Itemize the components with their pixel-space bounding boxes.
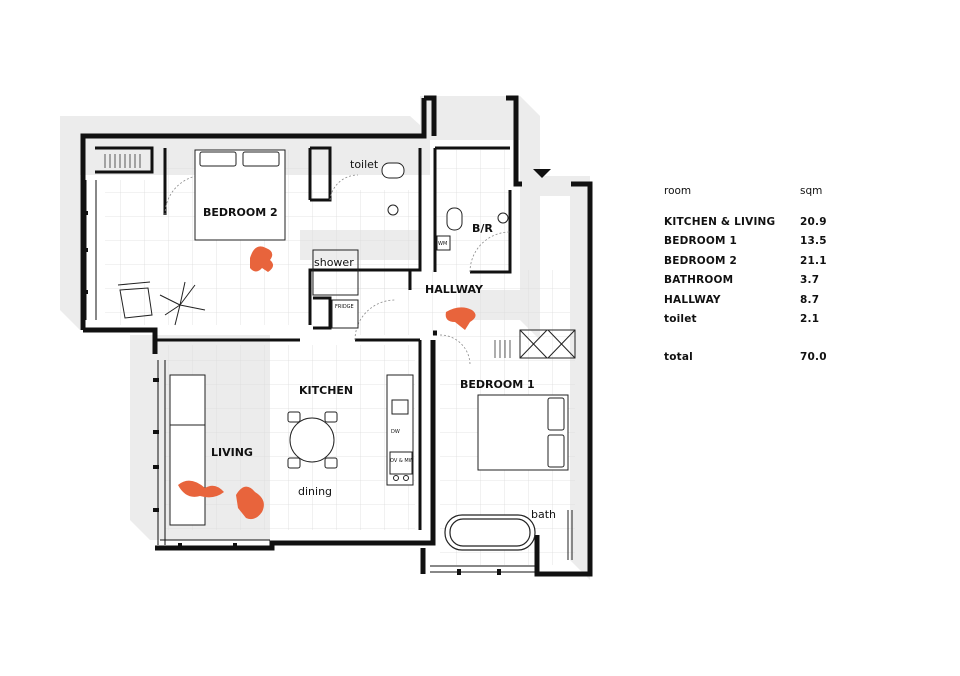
- label-bedroom-2: BEDROOM 2: [203, 206, 278, 219]
- bed-bedroom-2: [194, 149, 286, 241]
- row-room: BATHROOM: [664, 274, 734, 287]
- total-label: total: [664, 350, 693, 363]
- label-dining: dining: [298, 485, 332, 498]
- label-kitchen: KITCHEN: [299, 384, 353, 397]
- room-labels: BEDROOM 2 toilet shower B/R HALLWAY KITC…: [203, 158, 556, 521]
- label-bath: bath: [531, 508, 556, 521]
- row-room: HALLWAY: [664, 293, 721, 306]
- table-row: toilet 2.1: [664, 310, 834, 330]
- wardrobe-bedroom-1: [519, 329, 576, 560]
- label-toilet: toilet: [350, 158, 379, 171]
- row-room: BEDROOM 1: [664, 235, 738, 248]
- fridge: [331, 299, 359, 329]
- label-dw: DW: [391, 429, 400, 435]
- header-sqm: sqm: [800, 185, 823, 197]
- person-figure-icon: [178, 246, 476, 520]
- label-wm: WM: [438, 241, 447, 247]
- area-table: room sqm KITCHEN & LIVING 20.9 BEDROOM 1…: [664, 182, 834, 367]
- label-fridge: FRIDGE: [335, 304, 354, 310]
- row-sqm: 20.9: [800, 215, 827, 228]
- row-room: BEDROOM 2: [664, 254, 738, 267]
- table-row: BATHROOM 3.7: [664, 271, 834, 291]
- bathtub-icon: [444, 514, 536, 551]
- armchair-icon: [117, 281, 153, 319]
- table-row: KITCHEN & LIVING 20.9: [664, 212, 834, 232]
- area-table-header: room sqm: [664, 182, 834, 200]
- table-row: BEDROOM 2 21.1: [664, 251, 834, 271]
- dining-table: [287, 411, 338, 469]
- row-sqm: 3.7: [800, 274, 820, 287]
- washing-machine: [436, 235, 451, 251]
- label-bedroom-1: BEDROOM 1: [460, 378, 535, 391]
- interior-walls: [95, 146, 512, 530]
- table-row-total: total 70.0: [664, 347, 834, 367]
- row-sqm: 2.1: [800, 313, 820, 326]
- shower-tray: [312, 249, 359, 296]
- toilet-icon: [381, 162, 463, 231]
- wardrobe: [104, 154, 511, 358]
- total-value: 70.0: [800, 350, 827, 363]
- windows: [85, 180, 535, 573]
- plant-icon: [159, 281, 206, 326]
- table-row: HALLWAY 8.7: [664, 290, 834, 310]
- row-room: KITCHEN & LIVING: [664, 215, 776, 228]
- window-ticks: [82, 211, 501, 575]
- row-sqm: 8.7: [800, 293, 820, 306]
- sofa: [169, 374, 206, 526]
- row-sqm: 13.5: [800, 235, 827, 248]
- door-swings: [164, 174, 511, 366]
- north-arrow-icon: [533, 169, 551, 178]
- label-br: B/R: [472, 222, 493, 235]
- table-row: BEDROOM 1 13.5: [664, 232, 834, 252]
- sink-icon: [387, 204, 509, 224]
- label-ov-mw: OV & MW: [390, 458, 414, 464]
- header-room: room: [664, 185, 692, 197]
- row-sqm: 21.1: [800, 254, 827, 267]
- label-hallway: HALLWAY: [425, 283, 484, 296]
- label-shower: shower: [314, 256, 354, 269]
- kitchen-counter: [386, 374, 414, 486]
- row-room: toilet: [664, 313, 697, 326]
- label-living: LIVING: [211, 446, 253, 459]
- bed-bedroom-1: [477, 394, 569, 471]
